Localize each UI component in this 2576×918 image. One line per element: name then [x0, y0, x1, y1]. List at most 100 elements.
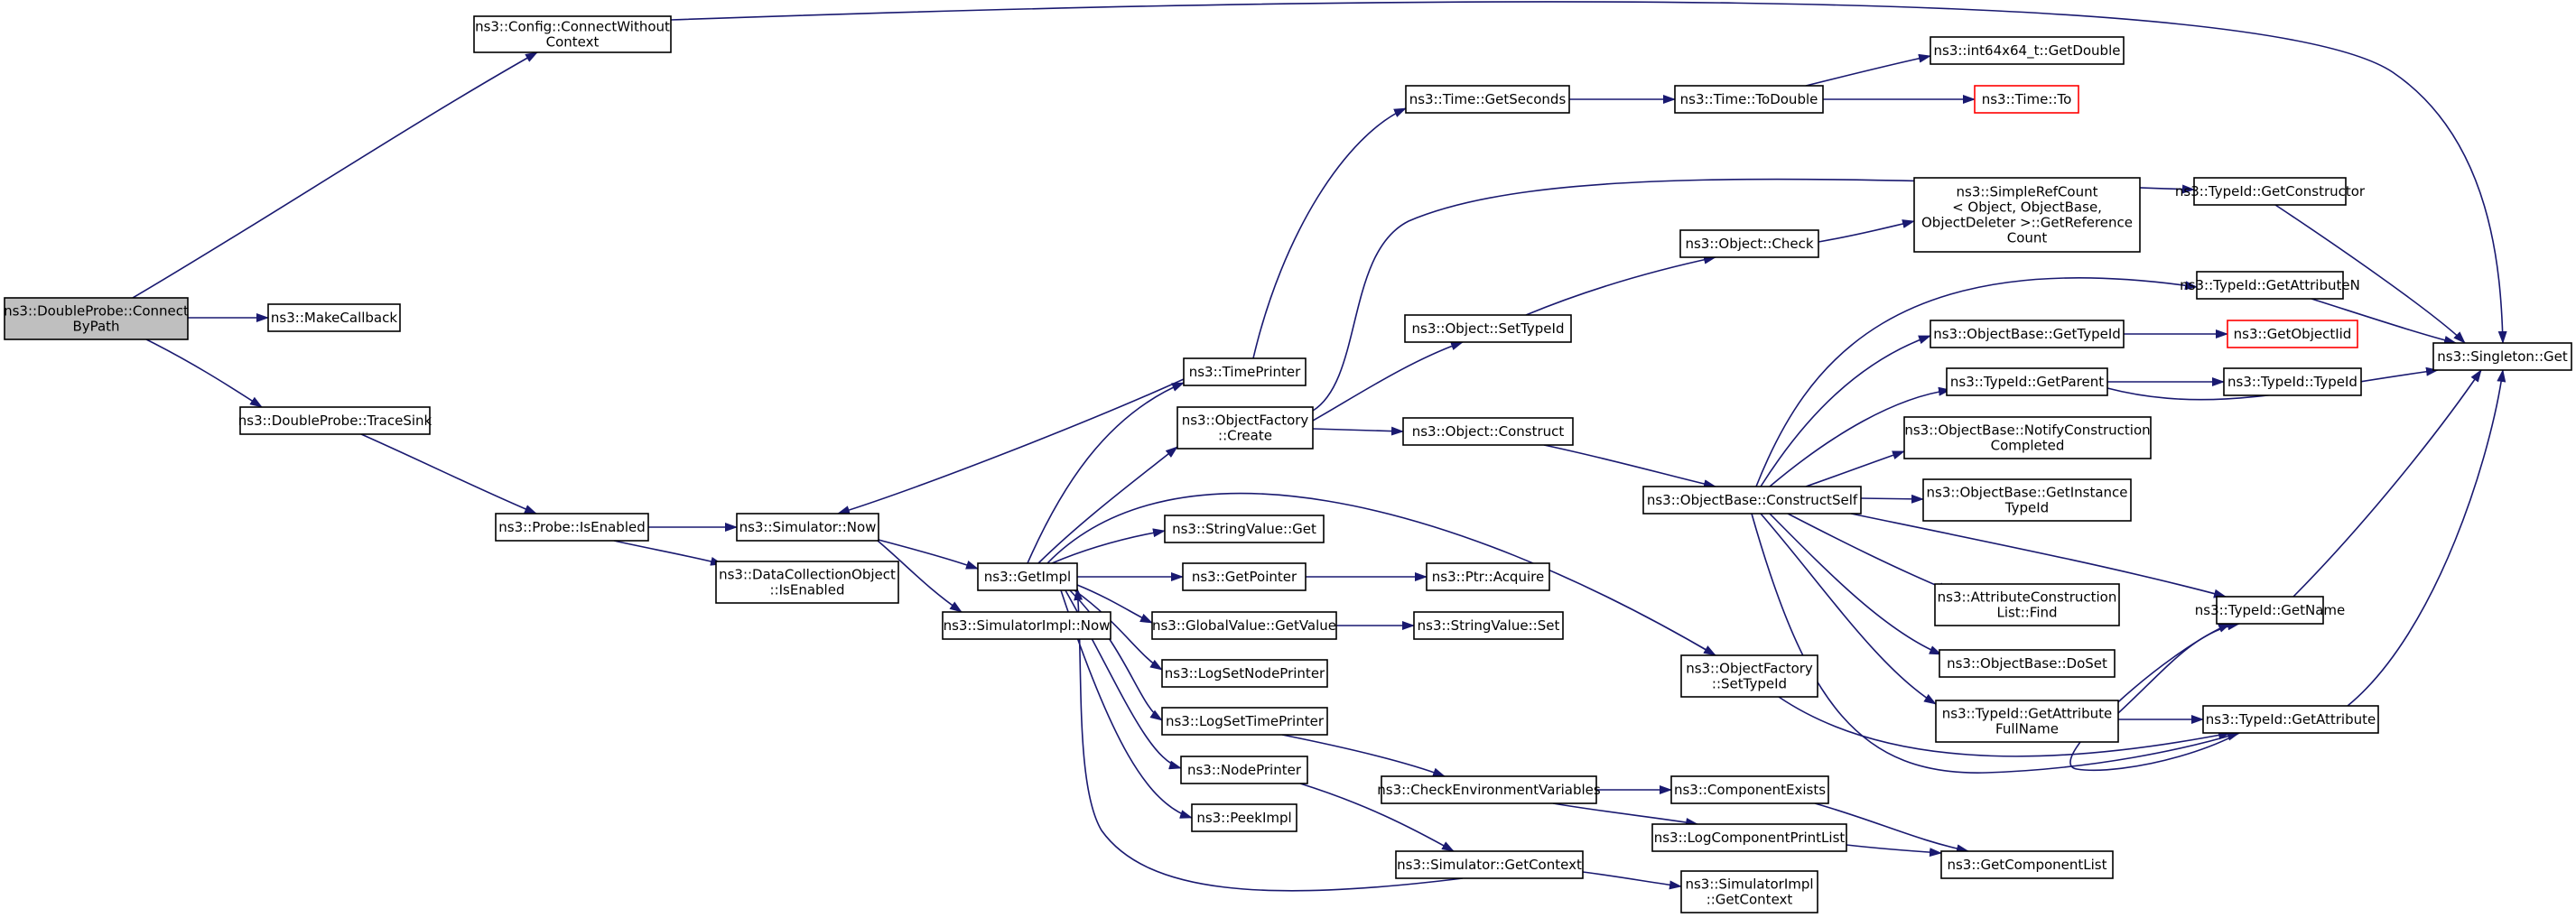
node-label: ns3::GlobalValue::GetValue: [1152, 617, 1336, 634]
call-arrow: [837, 378, 1185, 515]
node-label: ns3::TypeId::GetParent: [1950, 374, 2104, 390]
node-box: [1930, 36, 2125, 65]
node-label: ns3::PeekImpl: [1196, 810, 1291, 826]
call-arrow: [1778, 696, 2231, 757]
node-object-base-get-type-id[interactable]: ns3::ObjectBase::GetTypeId: [1930, 320, 2125, 348]
node-simulator-impl-now[interactable]: ns3::SimulatorImpl::Now: [942, 611, 1111, 640]
node-type-id-type-id[interactable]: ns3::TypeId::TypeId: [2223, 367, 2362, 396]
node-object-construct[interactable]: ns3::Object::Construct: [1402, 417, 1574, 446]
node-label: ns3::TimePrinter: [1189, 364, 1301, 380]
call-arrow: [1850, 513, 2227, 598]
node-time-to-double[interactable]: ns3::Time::ToDouble: [1674, 85, 1824, 114]
node-trace-sink[interactable]: ns3::DoubleProbe::TraceSink: [238, 406, 432, 435]
call-arrow: [1805, 53, 1931, 87]
node-object-set-type-id[interactable]: ns3::Object::SetTypeId: [1404, 314, 1572, 343]
node-box: [267, 303, 401, 332]
call-edge-object-factory-create-to-object-set-type-id: [1312, 341, 1464, 422]
node-type-id-get-constructor[interactable]: ns3::TypeId::GetConstructor: [2175, 177, 2366, 206]
call-arrow: [2311, 298, 2457, 345]
node-time-to[interactable]: ns3::Time::To: [1974, 85, 2079, 114]
call-arrow: [1760, 513, 1937, 705]
node-label: Count: [2007, 230, 2048, 246]
node-string-value-set[interactable]: ns3::StringValue::Set: [1413, 611, 1564, 640]
node-object-check[interactable]: ns3::Object::Check: [1679, 229, 1819, 258]
node-label: ::SetTypeId: [1712, 676, 1787, 692]
node-type-id-get-attribute-n[interactable]: ns3::TypeId::GetAttributeN: [2180, 271, 2360, 300]
call-arrow: [1312, 426, 1404, 436]
call-edge-object-construct-to-object-base-construct-self: [1543, 444, 1716, 489]
node-object-base-construct-self[interactable]: ns3::ObjectBase::ConstructSelf: [1642, 486, 1862, 515]
node-label: ns3::DoubleProbe::Connect: [4, 303, 189, 320]
node-get-impl[interactable]: ns3::GetImpl: [977, 562, 1078, 591]
call-edge-object-base-construct-self-to-type-id-get-attribute-n: [1755, 277, 2198, 487]
call-edge-check-environment-variables-to-log-component-print-list: [1552, 802, 1698, 827]
node-box: [715, 561, 899, 604]
node-check-environment-variables[interactable]: ns3::CheckEnvironmentVariables: [1377, 775, 1601, 804]
node-box: [1182, 562, 1307, 591]
node-get-pointer[interactable]: ns3::GetPointer: [1182, 562, 1307, 591]
call-arrow: [2274, 204, 2466, 344]
node-node-printer[interactable]: ns3::NodePrinter: [1180, 756, 1308, 784]
node-time-get-seconds[interactable]: ns3::Time::GetSeconds: [1405, 85, 1570, 114]
node-make-callback[interactable]: ns3::MakeCallback: [267, 303, 401, 332]
node-ptr-acquire[interactable]: ns3::Ptr::Acquire: [1426, 562, 1550, 591]
node-log-component-print-list[interactable]: ns3::LogComponentPrintList: [1651, 823, 1847, 852]
node-probe-is-enabled[interactable]: ns3::Probe::IsEnabled: [495, 513, 649, 542]
call-edge-object-base-construct-self-to-type-id-get-attribute: [1751, 513, 2240, 774]
node-label: Context: [546, 34, 600, 51]
node-time-printer[interactable]: ns3::TimePrinter: [1183, 357, 1307, 386]
call-edge-object-check-to-simple-ref-count: [1818, 219, 1915, 243]
node-get-component-list[interactable]: ns3::GetComponentList: [1940, 850, 2114, 879]
node-type-id-get-name[interactable]: ns3::TypeId::GetName: [2195, 596, 2345, 625]
call-arrow: [1860, 494, 1924, 504]
node-singleton-get[interactable]: ns3::Singleton::Get: [2432, 342, 2572, 371]
call-edge-type-id-get-name-to-singleton-get: [2292, 369, 2482, 598]
call-arrow: [1543, 444, 1716, 489]
call-edge-get-impl-to-time-printer: [1027, 382, 1185, 564]
node-peek-impl[interactable]: ns3::PeekImpl: [1191, 803, 1297, 832]
node-object-factory-set-type-id[interactable]: ns3::ObjectFactory::SetTypeId: [1680, 654, 1818, 698]
node-simulator-now[interactable]: ns3::Simulator::Now: [736, 513, 879, 542]
node-label: ns3::TypeId::GetName: [2195, 602, 2345, 618]
node-type-id-get-attribute[interactable]: ns3::TypeId::GetAttribute: [2202, 705, 2379, 734]
node-log-set-time-printer[interactable]: ns3::LogSetTimePrinter: [1161, 707, 1328, 736]
call-edge-connect-by-path-to-trace-sink: [145, 338, 263, 408]
node-int64x64-get-double[interactable]: ns3::int64x64_t::GetDouble: [1930, 36, 2125, 65]
call-edge-type-id-get-attribute-n-to-singleton-get: [2311, 298, 2457, 345]
node-string-value-get[interactable]: ns3::StringValue::Get: [1164, 515, 1325, 543]
node-box: [1413, 611, 1564, 640]
node-object-factory-create[interactable]: ns3::ObjectFactory::Create: [1176, 406, 1314, 450]
node-component-exists[interactable]: ns3::ComponentExists: [1670, 775, 1829, 804]
node-object-base-do-set[interactable]: ns3::ObjectBase::DoSet: [1939, 649, 2116, 678]
node-simulator-get-context[interactable]: ns3::Simulator::GetContext: [1395, 850, 1584, 879]
node-object-base-notify-construction-completed[interactable]: ns3::ObjectBase::NotifyConstructionCompl…: [1903, 416, 2152, 459]
call-arrow: [1051, 528, 1166, 564]
node-label: ::IsEnabled: [770, 582, 845, 598]
node-global-value-get-value[interactable]: ns3::GlobalValue::GetValue: [1151, 611, 1337, 640]
node-label: ns3::Time::To: [1982, 91, 2072, 107]
call-arrow: [1076, 584, 1153, 624]
node-label: ns3::NodePrinter: [1187, 762, 1302, 778]
node-log-set-node-printer[interactable]: ns3::LogSetNodePrinter: [1161, 659, 1328, 688]
node-simple-ref-count[interactable]: ns3::SimpleRefCount< Object, ObjectBase,…: [1913, 177, 2141, 253]
node-data-collection-is-enabled[interactable]: ns3::DataCollectionObject::IsEnabled: [715, 561, 899, 604]
call-edge-get-impl-to-log-set-node-printer: [1074, 589, 1163, 671]
node-box: [2432, 342, 2572, 371]
call-edge-get-impl-to-global-value-get-value: [1076, 584, 1153, 624]
call-arrow: [1805, 450, 1905, 487]
call-edge-object-base-construct-self-to-object-base-do-set: [1769, 513, 1942, 655]
node-box: [1176, 406, 1314, 450]
node-label: List::Find: [1996, 605, 2057, 621]
call-arrow: [1751, 513, 2240, 774]
call-arrow: [1525, 255, 1716, 316]
node-type-id-get-parent[interactable]: ns3::TypeId::GetParent: [1946, 367, 2108, 396]
node-simulator-impl-get-context[interactable]: ns3::SimulatorImpl::GetContext: [1680, 870, 1818, 913]
node-get-object-iid[interactable]: ns3::GetObjectIid: [2227, 320, 2358, 348]
node-label: ns3::int64x64_t::GetDouble: [1934, 42, 2121, 60]
node-label: ns3::Object::Check: [1685, 236, 1813, 252]
call-arrow: [1312, 341, 1464, 422]
